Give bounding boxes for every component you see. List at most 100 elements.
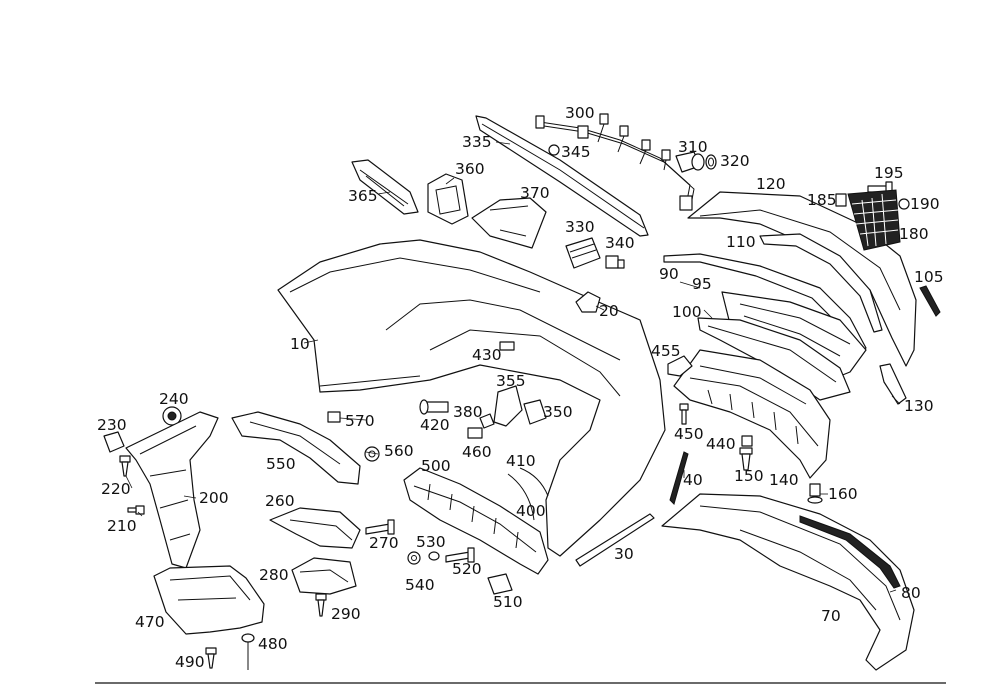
part-140-lower-carrier <box>673 349 831 479</box>
callout-10: 10 <box>290 335 310 353</box>
part-365-bracket <box>351 159 419 215</box>
part-400-strip <box>507 473 535 521</box>
part-210-screw <box>127 505 145 515</box>
part-270-bolt <box>365 519 395 535</box>
callout-420: 420 <box>420 416 450 434</box>
callout-labels: 300 335 345 310 320 360 365 370 330 340 … <box>97 104 944 671</box>
part-70-lower-bumper <box>661 493 915 671</box>
callout-240: 240 <box>159 390 189 408</box>
callout-220: 220 <box>101 480 131 498</box>
part-30-strip <box>575 513 655 567</box>
callout-180: 180 <box>899 225 929 243</box>
callout-160: 160 <box>828 485 858 503</box>
part-560-nut <box>364 446 380 462</box>
part-355-bracket <box>493 385 523 427</box>
part-350-module <box>523 399 547 425</box>
callout-20: 20 <box>599 302 619 320</box>
callout-490: 490 <box>175 653 205 671</box>
callout-150: 150 <box>734 467 764 485</box>
callout-280: 280 <box>259 566 289 584</box>
callout-320: 320 <box>720 152 750 170</box>
callout-350: 350 <box>543 403 573 421</box>
part-450-screw <box>679 403 689 425</box>
part-440-plug <box>741 435 753 447</box>
callout-290: 290 <box>331 605 361 623</box>
callout-370: 370 <box>520 184 550 202</box>
part-240-washer <box>162 406 182 426</box>
callout-365: 365 <box>348 187 378 205</box>
part-105-trim-strip <box>919 285 941 317</box>
part-520-bolt <box>445 547 475 563</box>
callout-40: 40 <box>683 471 703 489</box>
callout-270: 270 <box>369 534 399 552</box>
callout-470: 470 <box>135 613 165 631</box>
part-120-diffuser <box>687 191 917 367</box>
part-370-panel <box>471 197 547 249</box>
part-280-housing <box>291 557 357 595</box>
callout-120: 120 <box>756 175 786 193</box>
part-150-bolt <box>739 447 753 471</box>
part-330-control-module <box>565 237 601 269</box>
callout-480: 480 <box>258 635 288 653</box>
part-160-fastener <box>807 483 823 504</box>
callout-185: 185 <box>807 191 837 209</box>
part-230-clip <box>103 431 125 453</box>
callout-430: 430 <box>472 346 502 364</box>
part-335-upper-strip <box>475 115 649 237</box>
part-300-wiring-harness <box>535 113 695 211</box>
callout-570: 570 <box>345 412 375 430</box>
callout-410: 410 <box>506 452 536 470</box>
part-260-bracket <box>269 507 361 549</box>
part-470-lower-bracket <box>153 565 265 635</box>
part-190-nut <box>898 198 910 210</box>
part-510-clip <box>487 573 513 595</box>
part-200-mount-bracket <box>125 411 219 569</box>
part-460-clip <box>467 427 483 439</box>
leader-lines <box>125 141 901 593</box>
callout-360: 360 <box>455 160 485 178</box>
callout-330: 330 <box>565 218 595 236</box>
callout-230: 230 <box>97 416 127 434</box>
callout-380: 380 <box>453 403 483 421</box>
callout-200: 200 <box>199 489 229 507</box>
part-80-trim <box>799 515 901 589</box>
callout-130: 130 <box>904 397 934 415</box>
part-360-housing <box>427 173 469 225</box>
callout-520: 520 <box>452 560 482 578</box>
callout-450: 450 <box>674 425 704 443</box>
callout-95: 95 <box>692 275 712 293</box>
part-380-clip <box>479 413 495 429</box>
callout-300: 300 <box>565 104 595 122</box>
callout-195: 195 <box>874 164 904 182</box>
callout-140: 140 <box>769 471 799 489</box>
callout-440: 440 <box>706 435 736 453</box>
part-220-screw <box>119 455 131 477</box>
part-430-clip <box>499 341 515 351</box>
callout-500: 500 <box>421 457 451 475</box>
part-310-parking-sensor <box>675 151 705 173</box>
part-550-side-bracket <box>231 411 361 485</box>
callout-345: 345 <box>561 143 591 161</box>
callout-70: 70 <box>821 607 841 625</box>
part-185-clip <box>835 193 847 207</box>
callout-355: 355 <box>496 372 526 390</box>
callout-210: 210 <box>107 517 137 535</box>
part-480-stud <box>241 633 255 670</box>
callout-260: 260 <box>265 492 295 510</box>
callout-335: 335 <box>462 133 492 151</box>
part-410-strip <box>519 467 549 497</box>
part-570-clip <box>327 411 341 423</box>
part-100-carrier <box>697 317 851 401</box>
callout-100: 100 <box>672 303 702 321</box>
callout-540: 540 <box>405 576 435 594</box>
callout-460: 460 <box>462 443 492 461</box>
callout-455: 455 <box>651 342 681 360</box>
part-320-sensor-ring <box>705 154 717 170</box>
part-340-connector <box>605 255 625 269</box>
part-40-strip <box>669 451 689 505</box>
callout-560: 560 <box>384 442 414 460</box>
part-290-screw <box>315 593 327 617</box>
part-180-grille <box>847 189 901 251</box>
part-455-clip <box>667 355 693 377</box>
